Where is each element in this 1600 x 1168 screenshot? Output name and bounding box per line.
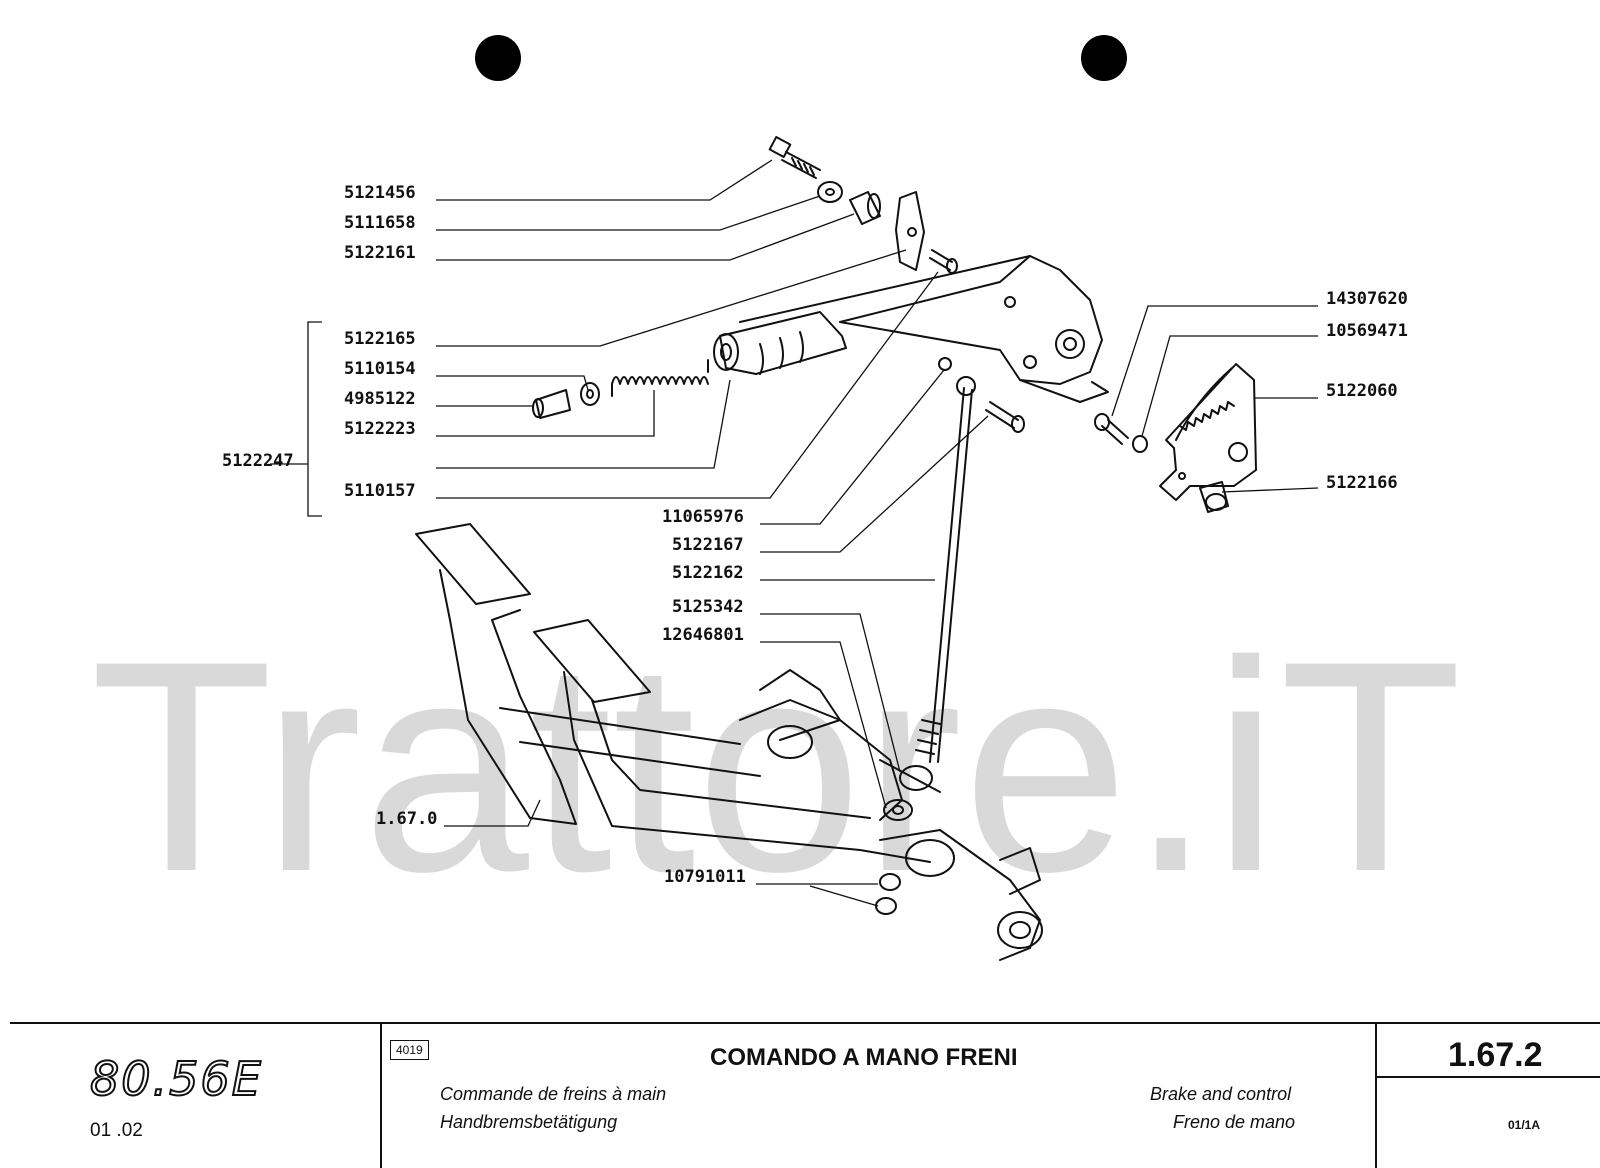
- part-label-5122060: 5122060: [1326, 381, 1398, 401]
- rod-washer-part: [883, 799, 913, 821]
- page-number: 1.67.2: [1448, 1036, 1543, 1074]
- nut-upper-part: [879, 873, 901, 891]
- spacer-part: [849, 191, 881, 225]
- part-label-1-67-0: 1.67.0: [376, 809, 437, 829]
- brake-rod: [929, 387, 973, 763]
- bolt-part: [768, 136, 821, 179]
- parts-diagram: Trattore.iT: [90, 35, 1462, 961]
- part-label-5122247: 5122247: [222, 451, 294, 471]
- leader-lines: [270, 159, 1319, 907]
- part-label-5122223: 5122223: [344, 419, 416, 439]
- part-label-5110157: 5110157: [344, 481, 416, 501]
- lever-arm: [739, 255, 1103, 385]
- washer-part: [817, 181, 843, 203]
- title-block-divider-left: [380, 1024, 382, 1168]
- clevis-part: [899, 765, 933, 791]
- title-german: Handbremsbetätigung: [440, 1112, 618, 1132]
- part-label-5110154: 5110154: [344, 359, 416, 379]
- part-label-4985122: 4985122: [344, 389, 416, 409]
- pedal-assembly: [415, 523, 1043, 961]
- part-label-14307620: 14307620: [1326, 289, 1408, 309]
- part-label-5122162: 5122162: [672, 563, 744, 583]
- handle-grip: [719, 311, 847, 375]
- part-label-5122165: 5122165: [344, 329, 416, 349]
- edition-date: 01 .02: [90, 1120, 143, 1141]
- page-title: COMANDO A MANO FRENI: [710, 1044, 1018, 1071]
- part-label-5122167: 5122167: [672, 535, 744, 555]
- part-label-12646801: 12646801: [662, 625, 744, 645]
- part-label-5125342: 5125342: [672, 597, 744, 617]
- binder-hole-right: [1081, 35, 1127, 81]
- part-label-5111658: 5111658: [344, 213, 416, 233]
- binder-hole-left: [475, 35, 521, 81]
- part-label-10791011: 10791011: [664, 867, 746, 887]
- revision-code: 01/1A: [1508, 1118, 1541, 1132]
- title-spanish: Freno de mano: [1173, 1112, 1296, 1132]
- part-label-10569471: 10569471: [1326, 321, 1408, 341]
- section-code: 4019: [390, 1040, 429, 1060]
- watermark-text: Trattore.iT: [90, 598, 1462, 934]
- spring-part: [611, 359, 709, 397]
- nut-part: [1132, 435, 1148, 453]
- push-button-part: [535, 389, 571, 419]
- part-label-5122166: 5122166: [1326, 473, 1398, 493]
- title-block-divider-right: [1375, 1024, 1377, 1168]
- title-french: Commande de freins à main: [440, 1084, 667, 1104]
- part-label-5122161: 5122161: [344, 243, 416, 263]
- small-washer-part: [580, 382, 600, 406]
- part-label-5121456: 5121456: [344, 183, 416, 203]
- title-english: Brake and control: [1150, 1084, 1292, 1104]
- page-number-rule: [1375, 1076, 1600, 1078]
- model-name: 80.56E: [89, 1051, 263, 1107]
- title-block: 80.56E 01 .02 4019 COMANDO A MANO FRENI …: [10, 1022, 1600, 1168]
- handbrake-assembly-drawing: [415, 136, 1257, 961]
- ratchet-sector: [1159, 363, 1257, 501]
- plate-part: [895, 191, 925, 271]
- small-bolt-part: [1101, 419, 1129, 445]
- part-label-11065976: 11065976: [662, 507, 744, 527]
